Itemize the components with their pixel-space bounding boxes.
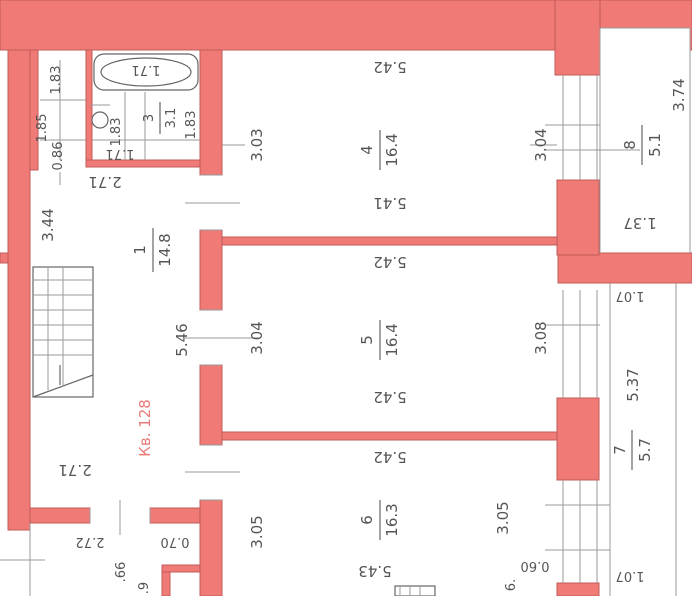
partition-a	[199, 49, 223, 176]
dim-r1-d: 2.71	[58, 461, 91, 479]
bath-lines	[40, 60, 200, 185]
apartment-label: Кв. 128	[136, 399, 154, 457]
dim-bath-g: 1.83	[49, 66, 64, 95]
window-right-2	[545, 290, 600, 398]
left-stub-wall	[0, 252, 9, 264]
dim-r5-bottom: 5.42	[373, 388, 406, 406]
dim-r5-top: 5.42	[373, 253, 406, 271]
ext-pier-mid	[556, 397, 600, 481]
partition-c	[199, 364, 223, 446]
dim-r1-b: 5.46	[173, 323, 191, 356]
wall-5-6	[221, 431, 558, 441]
ext-pier-top	[556, 179, 600, 256]
dim-r8-b: 1.37	[623, 214, 656, 232]
room-7-area: 5.7	[636, 438, 654, 462]
room-1-number: 1	[131, 245, 149, 255]
staircase	[32, 266, 94, 398]
dim-r4-right: 3.04	[532, 128, 550, 161]
room-4-number: 4	[358, 145, 376, 155]
dim-r6-top: 5.42	[373, 448, 406, 466]
closet-fixture	[394, 585, 436, 596]
dim-r4-top: 5.42	[373, 58, 406, 76]
closet-wall-top	[161, 564, 201, 573]
dim-r6-left: 3.05	[248, 515, 266, 548]
room-8-number: 8	[621, 140, 639, 150]
bathtub	[93, 53, 199, 91]
dim-hall-e: .9	[137, 582, 152, 594]
left-wall	[7, 49, 31, 531]
partition-b	[199, 229, 223, 311]
dim-hall-a: 2.72	[76, 534, 105, 549]
dim-hall-d: .66	[114, 562, 129, 583]
bath-wall-bottom	[85, 159, 202, 168]
hall-wall-left	[29, 507, 91, 524]
room-3-number: 3	[142, 114, 157, 122]
balcony-bottom-wall	[557, 252, 692, 284]
dim-r8-a: 3.74	[670, 78, 688, 111]
dim-r7-c: 1.07	[616, 568, 645, 583]
dim-hall-b: 0.70	[161, 534, 190, 549]
room-7-number: 7	[611, 445, 629, 455]
hall-wall-right	[149, 507, 201, 524]
balcony-outline	[599, 27, 691, 596]
dim-r1-a: 3.44	[39, 208, 57, 241]
dim-r5-left: 3.04	[248, 321, 266, 354]
dim-r6-bottom: 5.43	[358, 562, 391, 580]
dim-bath-c: 1.83	[184, 111, 199, 140]
wall-4-5	[221, 236, 558, 246]
room-6-number: 6	[358, 515, 376, 525]
ext-pier-bottom	[556, 582, 600, 596]
dim-r4-bottom: 5.41	[373, 194, 406, 212]
dim-bath-a: 1.71	[132, 62, 161, 77]
bath-wall-left	[29, 49, 39, 171]
dimension-lines	[200, 144, 557, 339]
left-side-lines	[0, 523, 45, 596]
balcony-8	[600, 28, 690, 253]
dim-hall-f: 6.	[504, 579, 519, 591]
dim-r4-left: 3.03	[248, 128, 266, 161]
room-8-area: 5.1	[646, 133, 664, 157]
dim-bath-d: 1.83	[109, 118, 124, 147]
room-5-number: 5	[358, 335, 376, 345]
room-1-area: 14.8	[156, 233, 174, 266]
window-right-3	[545, 480, 610, 583]
top-right-wall	[554, 0, 601, 76]
room-3-area: 3.1	[164, 108, 179, 129]
room-6-area: 16.3	[383, 503, 401, 536]
bath-wall-mid	[85, 49, 93, 166]
toilet-basin	[90, 104, 110, 129]
dim-r6-right: 3.05	[494, 501, 512, 534]
room-4-area: 16.4	[383, 133, 401, 166]
dim-r7-a: 1.07	[616, 288, 645, 303]
window-right-1	[545, 75, 640, 180]
room-5-area: 16.4	[383, 323, 401, 356]
dim-bath-f: 1.85	[35, 114, 50, 143]
dim-bath-e: 0.86	[51, 142, 66, 171]
door-openings	[89, 174, 240, 535]
dim-r7-b: 5.37	[624, 368, 642, 401]
dim-hall-c: 0.60	[521, 558, 550, 573]
dim-r1-c: 2.71	[88, 173, 121, 191]
partition-d	[199, 499, 223, 596]
dim-r5-right: 3.08	[532, 321, 550, 354]
dim-bath-b: 1.71	[106, 146, 135, 161]
